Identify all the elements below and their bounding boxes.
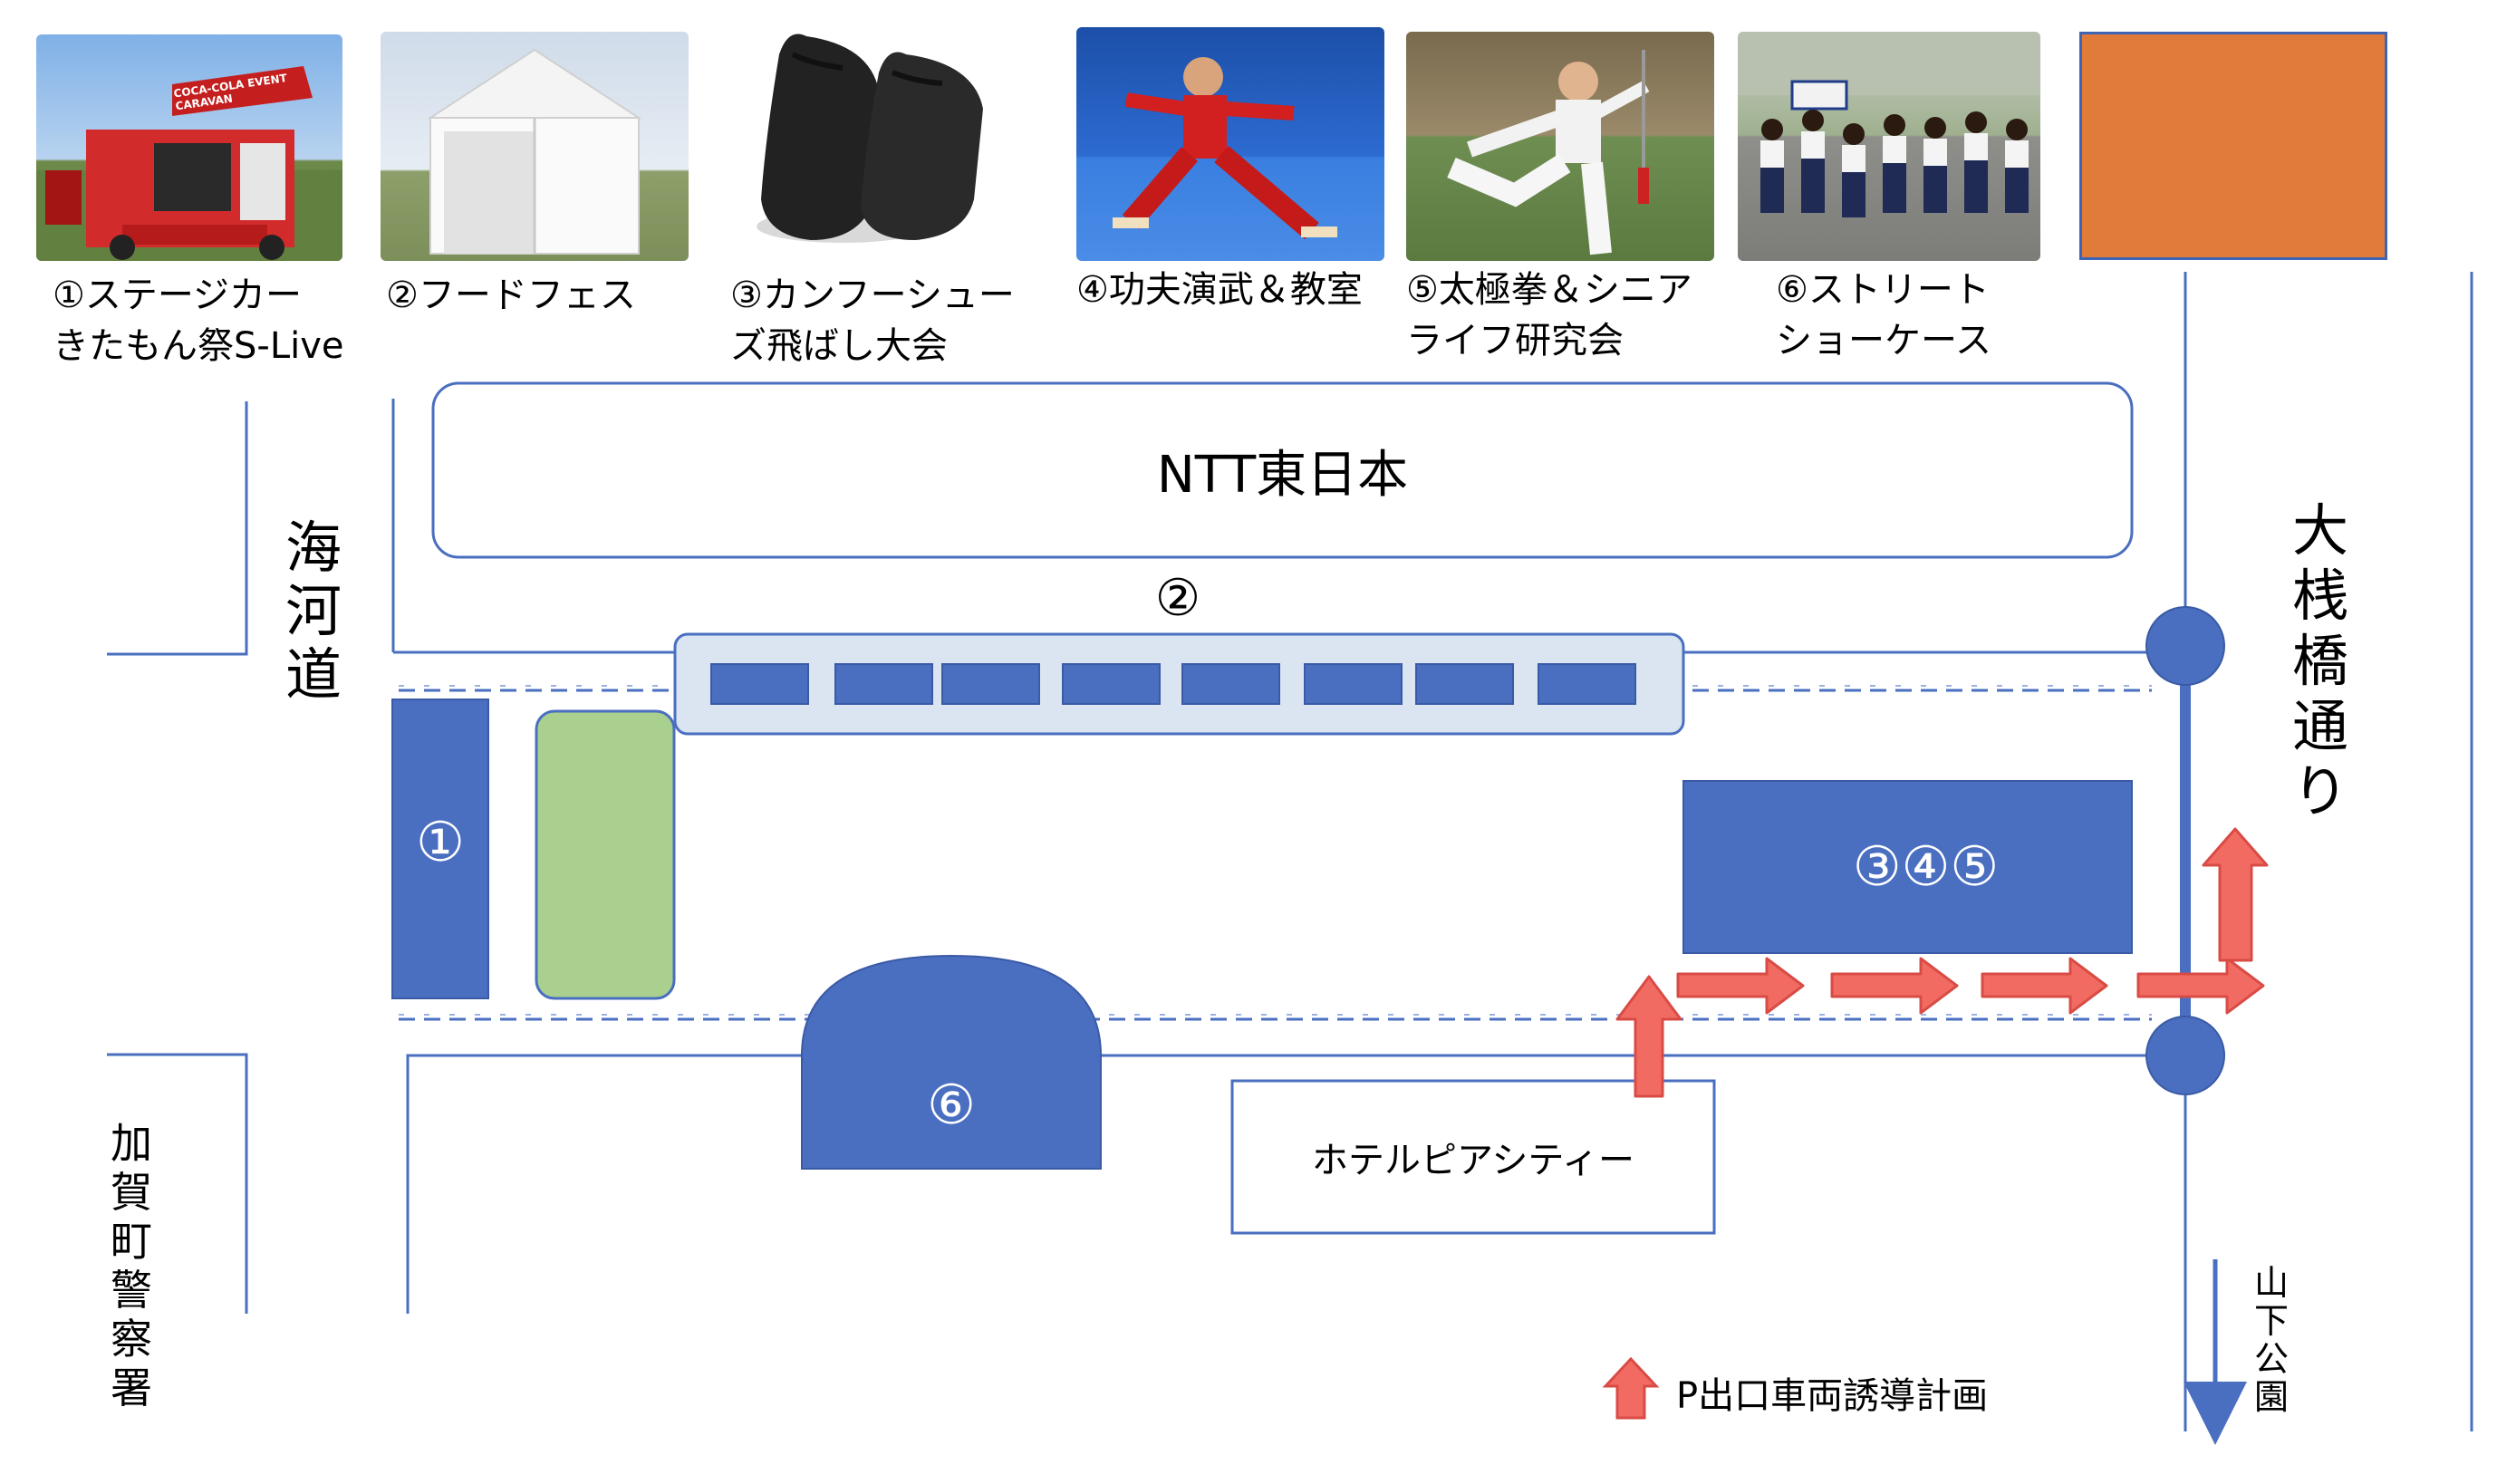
caption-stage-car: ①ステージカー きたもん祭S-Live bbox=[53, 275, 344, 367]
food-booth bbox=[941, 663, 1040, 705]
stage-car-photo: COCA-COLA EVENT CARAVAN bbox=[36, 34, 342, 261]
label-yamashita-park: 山下公園 bbox=[2253, 1263, 2289, 1417]
street-showcase-photo bbox=[1738, 32, 2040, 261]
road-line-kagacho-lower bbox=[107, 1053, 248, 1314]
street-label-kaigando: 海河道 bbox=[284, 515, 342, 708]
food-booth bbox=[1304, 663, 1403, 705]
taichi-illustration bbox=[1447, 50, 1650, 255]
kungfu-performer-photo bbox=[1076, 27, 1384, 261]
ntt-label: NTT東日本 bbox=[1156, 445, 1409, 505]
zone-6-label: ⑥ bbox=[927, 1074, 976, 1137]
zone-345 bbox=[1682, 780, 2133, 954]
caption-street-showcase: ⑥ストリート ショーケース bbox=[1776, 269, 1991, 361]
stage-car-illustration bbox=[36, 66, 342, 261]
tent-illustration bbox=[427, 48, 642, 255]
guidance-arrow-right-1 bbox=[1676, 957, 1805, 1015]
zone-1-stage-car bbox=[391, 699, 489, 999]
guidance-arrow-right-2 bbox=[1830, 957, 1959, 1015]
food-booth bbox=[1181, 663, 1280, 705]
intersection-node-top bbox=[2145, 606, 2225, 686]
hotel-pier-city bbox=[1230, 1079, 1716, 1235]
food-booth bbox=[834, 663, 933, 705]
street-label-osanbashi: 大桟橋通り bbox=[2291, 497, 2348, 824]
vehicle-guidance-arrows bbox=[1615, 827, 2269, 1098]
guidance-arrow-right-3 bbox=[1981, 957, 2108, 1015]
guidance-arrow-right-4 bbox=[2136, 957, 2265, 1015]
intersection-node-bottom bbox=[2145, 1016, 2225, 1095]
zone-6-dome bbox=[801, 954, 1102, 1170]
green-zone bbox=[535, 709, 676, 1000]
orange-placeholder-box bbox=[2079, 32, 2387, 260]
zone-345-label: ③④⑤ bbox=[1852, 835, 2000, 899]
label-kagacho-police: 加賀町警察署 bbox=[111, 1119, 152, 1412]
food-fes-area bbox=[673, 632, 1685, 736]
legend-label: P出口車両誘導計画 bbox=[1676, 1375, 1989, 1417]
road-line-kaigando-upper bbox=[107, 401, 248, 656]
performer-illustration bbox=[1113, 57, 1337, 240]
kungfu-shoes-photo bbox=[725, 18, 1037, 263]
caption-kungfu-demo: ④功夫演武＆教室 bbox=[1076, 269, 1363, 311]
marching-band-illustration bbox=[1738, 32, 2040, 217]
caption-taichi: ⑤太極拳＆シニア ライフ研究会 bbox=[1406, 269, 1692, 361]
food-booth bbox=[1062, 663, 1161, 705]
shoes-illustration bbox=[757, 34, 983, 243]
hotel-label: ホテルピアシティー bbox=[1312, 1140, 1634, 1181]
arrow-up-icon bbox=[1602, 1356, 1660, 1420]
zone-1-label: ① bbox=[416, 811, 465, 874]
food-booth bbox=[710, 663, 809, 705]
zone-2-label: ② bbox=[1154, 568, 1201, 628]
ntt-building bbox=[431, 381, 2134, 559]
food-booths bbox=[710, 663, 1636, 705]
food-booth bbox=[1538, 663, 1636, 705]
caption-kungfu-shoes: ③カンフーシュー ズ飛ばし大会 bbox=[730, 275, 1015, 367]
taichi-photo bbox=[1406, 32, 1714, 261]
caption-food-fes: ②フードフェス bbox=[386, 275, 636, 316]
tent-photo bbox=[381, 32, 689, 261]
guidance-arrow-up-right bbox=[2202, 827, 2269, 962]
road-line-bottom bbox=[406, 1054, 2156, 1314]
food-booth bbox=[1415, 663, 1514, 705]
guidance-arrow-up-hotel bbox=[1615, 975, 1682, 1098]
